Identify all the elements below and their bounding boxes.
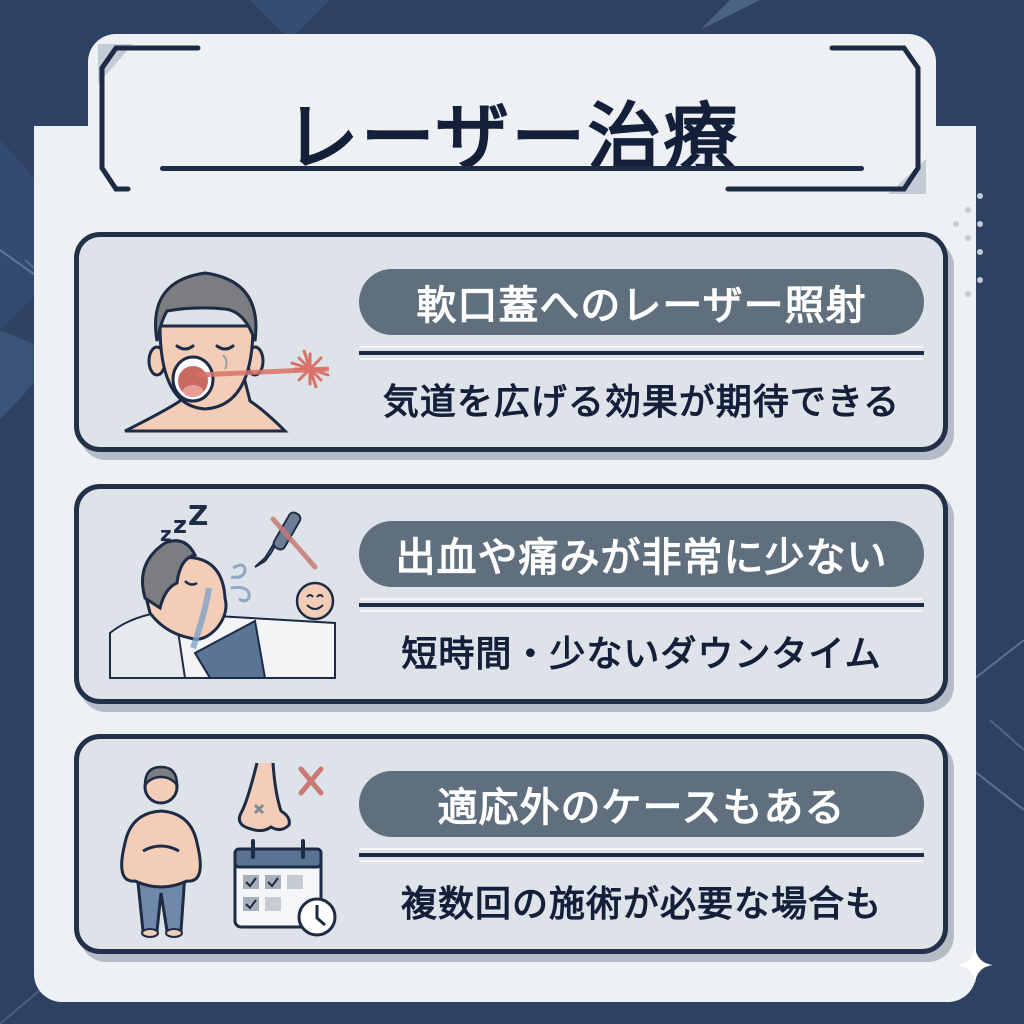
person-open-mouth-laser-icon [124,271,330,433]
card-subtext: 短時間・少ないダウンタイム [401,634,882,675]
sparkle-icon [957,947,993,983]
card-heading: 適応外のケースもある [359,771,924,837]
card-heading: 軟口蓋へのレーザー照射 [359,269,924,335]
divider [359,351,924,355]
title-tab [88,34,936,204]
svg-text:z: z [173,511,187,539]
dot-pattern [953,193,983,297]
card-laser-irradiation: 軟口蓋へのレーザー照射 気道を広げる効果が期待できる [74,232,948,452]
title-underline [160,166,864,171]
card-not-applicable-cases: 適応外のケースもある 複数回の施術が必要な場合も [74,734,948,954]
title-frame-brackets [98,44,926,194]
card-heading: 出血や痛みが非常に少ない [359,521,924,587]
card-low-bleeding-pain: z z Z 出血や痛みが非常に少ない 短時間・少ないダウンタイム [74,484,948,704]
svg-text:z: z [160,522,172,546]
card-subtext: 複数回の施術が必要な場合も [400,884,882,925]
obese-person-nose-calendar-icon [120,762,337,938]
divider [359,853,924,857]
svg-text:Z: Z [188,503,208,532]
card-subtext: 気道を広げる効果が期待できる [382,382,901,423]
sleeping-person-no-scalpel-smile-icon: z z Z [109,503,336,679]
divider [359,603,924,607]
